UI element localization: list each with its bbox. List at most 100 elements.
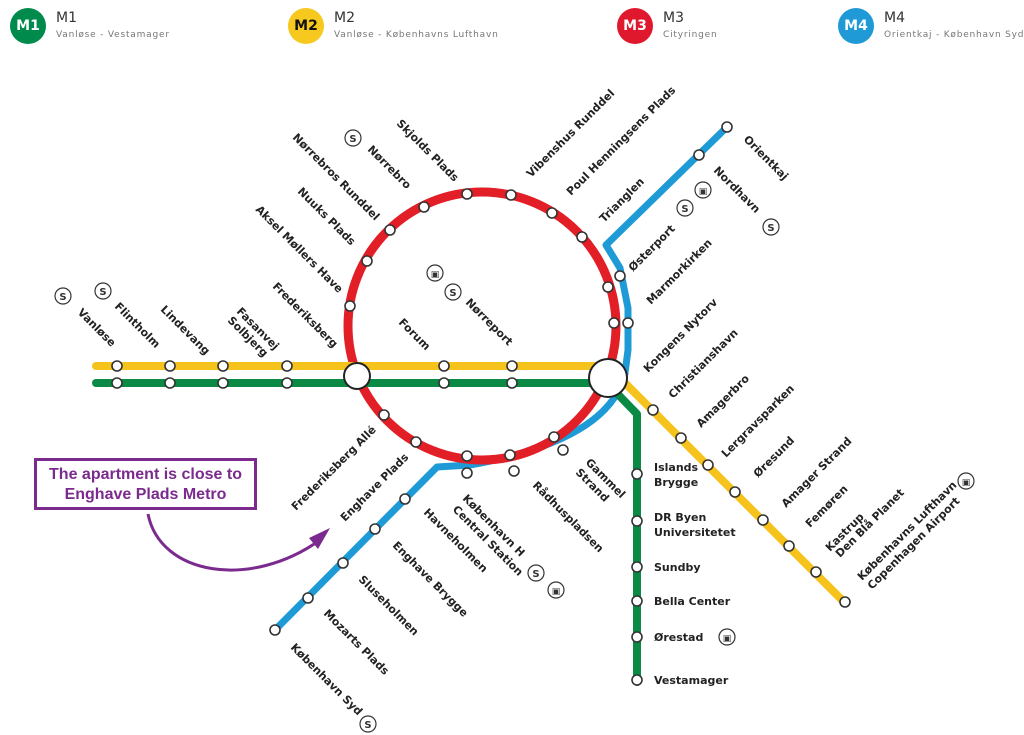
station-label-trianglen[interactable]: Trianglen	[597, 175, 647, 225]
station-dot[interactable]	[410, 436, 422, 448]
station-dot[interactable]	[506, 377, 518, 389]
station-label-universitetet[interactable]: Universitetet	[654, 526, 736, 539]
station-dot[interactable]	[839, 596, 851, 608]
station-label-mozarts-plads[interactable]: Mozarts Plads	[321, 607, 392, 678]
station-label-sundby[interactable]: Sundby	[654, 561, 701, 574]
svg-text:S: S	[449, 288, 456, 299]
station-dot[interactable]	[721, 121, 733, 133]
station-dot[interactable]	[631, 561, 643, 573]
station-label-oresund[interactable]: Øresund	[751, 434, 797, 480]
station-label-nordhavn[interactable]: Nordhavn	[711, 164, 763, 216]
frederiksberg-interchange[interactable]	[343, 362, 371, 390]
callout-arrowhead	[309, 528, 330, 549]
station-label-osterport[interactable]: Østerport	[626, 222, 678, 274]
s-train-icon: S	[762, 218, 780, 236]
station-dot[interactable]	[461, 188, 473, 200]
station-label-orientkaj[interactable]: Orientkaj	[741, 133, 791, 183]
station-label-orestad[interactable]: Ørestad	[654, 631, 703, 644]
station-dot[interactable]	[631, 515, 643, 527]
station-label-sluseholmen[interactable]: Sluseholmen	[356, 573, 421, 638]
station-dot[interactable]	[675, 432, 687, 444]
station-dot[interactable]	[631, 674, 643, 686]
station-dot[interactable]	[378, 409, 390, 421]
station-dot[interactable]	[506, 360, 518, 372]
station-dot[interactable]	[438, 377, 450, 389]
svg-text:▣: ▣	[723, 634, 732, 644]
station-label-kobenhavn-syd[interactable]: København Syd	[288, 641, 365, 718]
station-dot[interactable]	[576, 231, 588, 243]
station-dot[interactable]	[384, 224, 396, 236]
station-dot[interactable]	[608, 317, 620, 329]
station-dot[interactable]	[631, 468, 643, 480]
station-label-vestamager[interactable]: Vestamager	[654, 674, 729, 687]
station-dot[interactable]	[546, 207, 558, 219]
station-label-vanlose[interactable]: Vanløse	[75, 306, 118, 349]
station-label-flintholm[interactable]: Flintholm	[112, 300, 163, 351]
station-label-amagerbro[interactable]: Amagerbro	[694, 372, 752, 430]
station-dot[interactable]	[631, 595, 643, 607]
station-label-norreport[interactable]: Nørreport	[463, 296, 515, 348]
station-label-dr-byen[interactable]: DR Byen	[654, 511, 706, 524]
station-dot[interactable]	[614, 270, 626, 282]
station-dot[interactable]	[361, 255, 373, 267]
station-dot[interactable]	[783, 540, 795, 552]
svg-text:S: S	[59, 292, 66, 303]
station-dot[interactable]	[164, 360, 176, 372]
station-dot[interactable]	[111, 377, 123, 389]
station-dot[interactable]	[418, 201, 430, 213]
station-dot[interactable]	[217, 377, 229, 389]
station-dot[interactable]	[631, 631, 643, 643]
station-dot[interactable]	[693, 149, 705, 161]
station-dot[interactable]	[111, 360, 123, 372]
station-dot[interactable]	[622, 317, 634, 329]
station-dot[interactable]	[602, 281, 614, 293]
station-label-femoren[interactable]: Femøren	[803, 483, 851, 531]
callout-note: The apartment is close to Enghave Plads …	[34, 458, 257, 510]
station-dot[interactable]	[217, 360, 229, 372]
station-dot[interactable]	[302, 592, 314, 604]
station-label-poul-henningsens-plads[interactable]: Poul Henningsens Plads	[564, 83, 679, 198]
m2-description: Vanløse - Københavns Lufthavn	[334, 30, 499, 40]
station-dot[interactable]	[461, 450, 473, 462]
station-dot[interactable]	[438, 360, 450, 372]
svg-text:S: S	[681, 204, 688, 215]
station-dot[interactable]	[461, 467, 473, 479]
station-label-islands-brygge[interactable]: Islands	[654, 461, 699, 474]
station-dot[interactable]	[344, 300, 356, 312]
station-dot[interactable]	[337, 557, 349, 569]
station-dot[interactable]	[647, 404, 659, 416]
station-dot[interactable]	[369, 523, 381, 535]
station-dot[interactable]	[399, 493, 411, 505]
station-dot[interactable]	[269, 624, 281, 636]
station-dot[interactable]	[557, 444, 569, 456]
station-label-islands-brygge-2[interactable]: Brygge	[654, 476, 698, 489]
svg-text:▣: ▣	[962, 478, 971, 488]
station-dot[interactable]	[281, 377, 293, 389]
station-label-bella-center[interactable]: Bella Center	[654, 595, 731, 608]
kongens-nytorv-interchange[interactable]	[588, 358, 628, 398]
station-label-lindevang[interactable]: Lindevang	[158, 303, 213, 358]
station-dot[interactable]	[548, 431, 560, 443]
station-label-frederiksberg[interactable]: Frederiksberg	[270, 280, 341, 351]
svg-text:▣: ▣	[431, 270, 440, 280]
m1-description: Vanløse - Vestamager	[56, 30, 170, 40]
station-dot[interactable]	[281, 360, 293, 372]
station-dot[interactable]	[810, 566, 822, 578]
station-dot[interactable]	[757, 514, 769, 526]
station-label-forum[interactable]: Forum	[396, 316, 433, 353]
station-dot[interactable]	[164, 377, 176, 389]
train-icons: S S S ▣ S S ▣ S ▣ S ▣ ▣ S	[54, 129, 975, 733]
train-icon: ▣	[426, 264, 444, 282]
m4-description: Orientkaj - København Syd	[884, 30, 1024, 40]
station-dot[interactable]	[702, 459, 714, 471]
station-label-norrebro[interactable]: Nørrebro	[365, 143, 414, 192]
station-dot[interactable]	[508, 465, 520, 477]
callout-line-1: The apartment is close to	[49, 466, 242, 483]
station-dot[interactable]	[729, 486, 741, 498]
station-dot[interactable]	[504, 449, 516, 461]
station-dot[interactable]	[505, 189, 517, 201]
station-label-norrebros-runddel[interactable]: Nørrebros Runddel	[290, 131, 382, 223]
m1-code: M1	[56, 10, 77, 26]
train-icon: ▣	[957, 472, 975, 490]
